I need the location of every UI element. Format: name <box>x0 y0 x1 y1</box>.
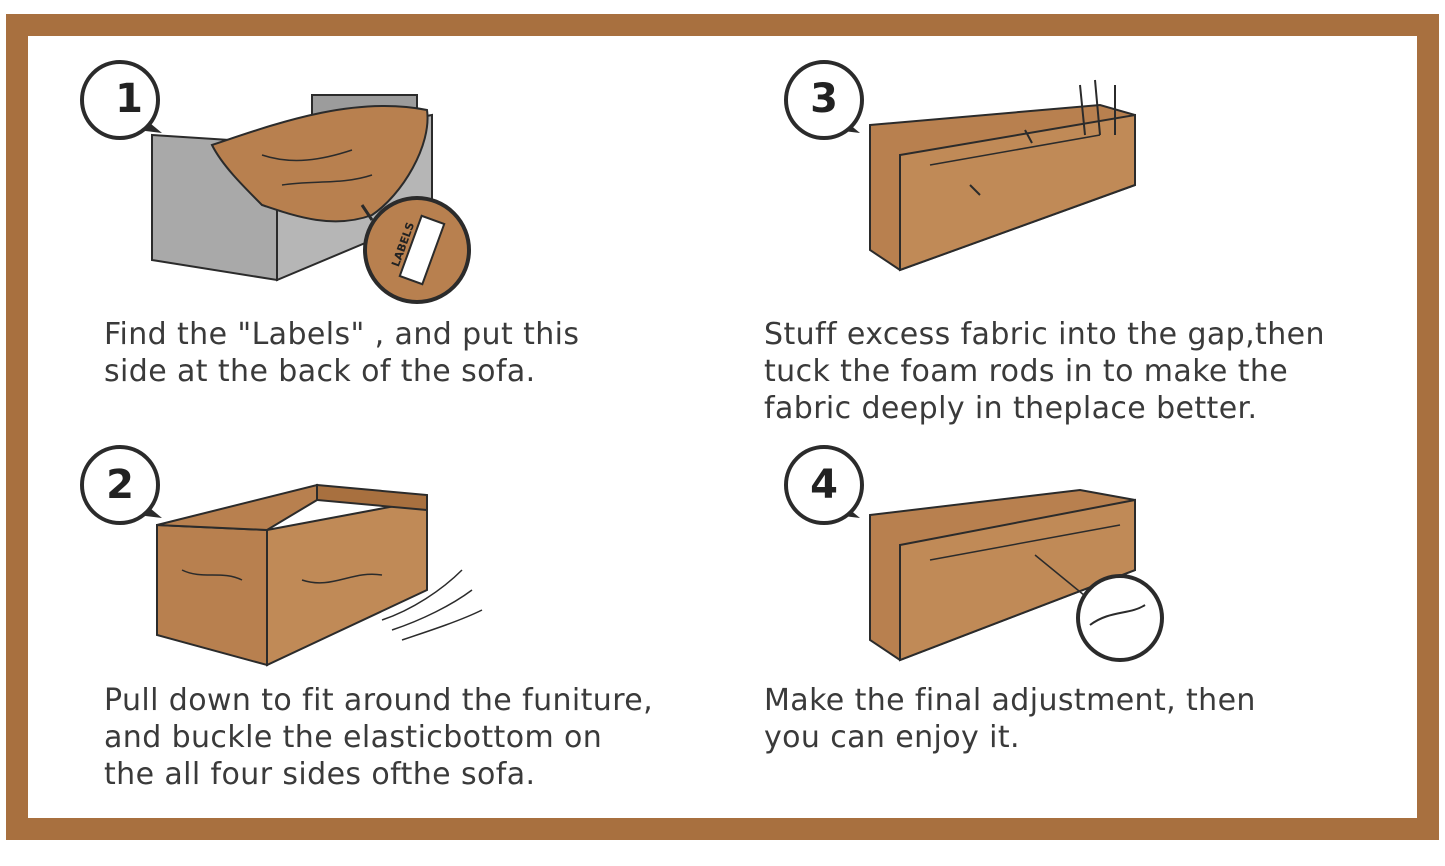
step-1-number: 1 <box>115 76 143 122</box>
step-1-line-1: Find the "Labels" , and put this <box>104 317 580 352</box>
step-3-illustration <box>784 60 1136 272</box>
step-3-caption: Stuff excess fabric into the gap,then tu… <box>764 316 1325 427</box>
step-3-line-3: fabric deeply in theplace better. <box>764 391 1258 426</box>
step-2-line-1: Pull down to fit around the funiture, <box>104 683 654 718</box>
step-4-illustration <box>784 445 1164 662</box>
step-4-caption: Make the final adjustment, then you can … <box>764 682 1256 756</box>
labels-tag-icon <box>398 214 446 286</box>
step-2-line-3: the all four sides ofthe sofa. <box>104 757 536 792</box>
hands-icon <box>1079 79 1116 136</box>
step-3-number: 3 <box>810 76 838 122</box>
step-4-line-1: Make the final adjustment, then <box>764 683 1256 718</box>
hand-icon <box>1089 604 1146 626</box>
step-2-caption: Pull down to fit around the funiture, an… <box>104 682 653 793</box>
step-4-line-2: you can enjoy it. <box>764 720 1020 755</box>
step-2-illustration <box>80 445 483 667</box>
step-1-caption: Find the "Labels" , and put this side at… <box>104 316 579 390</box>
hand-icon <box>381 569 483 641</box>
step-3-line-2: tuck the foam rods in to make the <box>764 354 1289 389</box>
step-2-number: 2 <box>106 462 134 508</box>
step-2-line-2: and buckle the elasticbottom on <box>104 720 603 755</box>
step-3-badge <box>784 60 864 140</box>
step-4-badge <box>784 445 864 525</box>
step-2-badge <box>80 445 162 525</box>
step-1-line-2: side at the back of the sofa. <box>104 354 536 389</box>
step-4-number: 4 <box>810 462 838 508</box>
step-1-illustration <box>80 60 471 304</box>
step-1-badge <box>80 60 162 140</box>
step-3-line-1: Stuff excess fabric into the gap,then <box>764 317 1325 352</box>
